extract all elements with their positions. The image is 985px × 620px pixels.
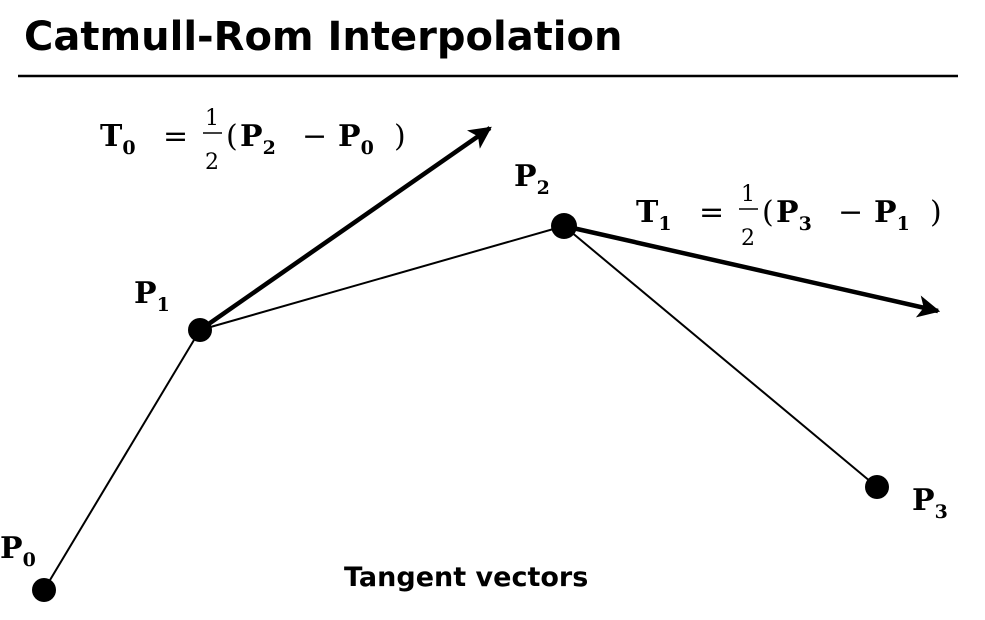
t1-paren-close: )	[930, 195, 942, 230]
t1-lhs: T1	[636, 195, 672, 235]
point-p3-dot	[865, 475, 889, 499]
t1-paren-open: (	[762, 195, 774, 230]
t1-frac-num: 1	[741, 182, 755, 207]
point-p2-label: P2	[514, 159, 550, 199]
segment-p1-p2	[199, 225, 565, 331]
page-title: Catmull-Rom Interpolation	[24, 14, 622, 60]
t0-minus: −	[302, 119, 327, 154]
t1-equals: =	[699, 195, 724, 230]
tangent-formula-t0: T0 = 1 2 ( P2 − P0 )	[100, 106, 406, 175]
tangent-arrow-t0	[198, 126, 492, 332]
t0-term-a: P2	[240, 119, 276, 159]
point-p1-label: P1	[134, 276, 170, 316]
t0-equals: =	[163, 119, 188, 154]
t1-term-a: P3	[776, 195, 812, 235]
t0-paren-close: )	[394, 119, 406, 154]
tangent-arrow-t1	[563, 223, 941, 318]
t0-paren-open: (	[226, 119, 238, 154]
point-p1-dot	[188, 318, 212, 342]
t1-minus: −	[838, 195, 863, 230]
segment-p2-p3	[563, 225, 878, 488]
segment-p0-p1	[43, 329, 201, 591]
t0-frac-den: 2	[205, 150, 219, 175]
diagram-caption: Tangent vectors	[344, 562, 588, 593]
t1-frac-den: 2	[741, 226, 755, 251]
t0-term-b: P0	[338, 119, 374, 159]
t1-term-b: P1	[874, 195, 910, 235]
point-p0-dot	[32, 578, 56, 602]
tangent-formula-t1: T1 = 1 2 ( P3 − P1 )	[636, 182, 942, 251]
point-p0-label: P0	[0, 531, 36, 571]
point-p2-dot	[551, 213, 577, 239]
t0-frac-num: 1	[205, 106, 219, 131]
point-p3-label: P3	[912, 483, 948, 523]
t0-lhs: T0	[100, 119, 136, 159]
